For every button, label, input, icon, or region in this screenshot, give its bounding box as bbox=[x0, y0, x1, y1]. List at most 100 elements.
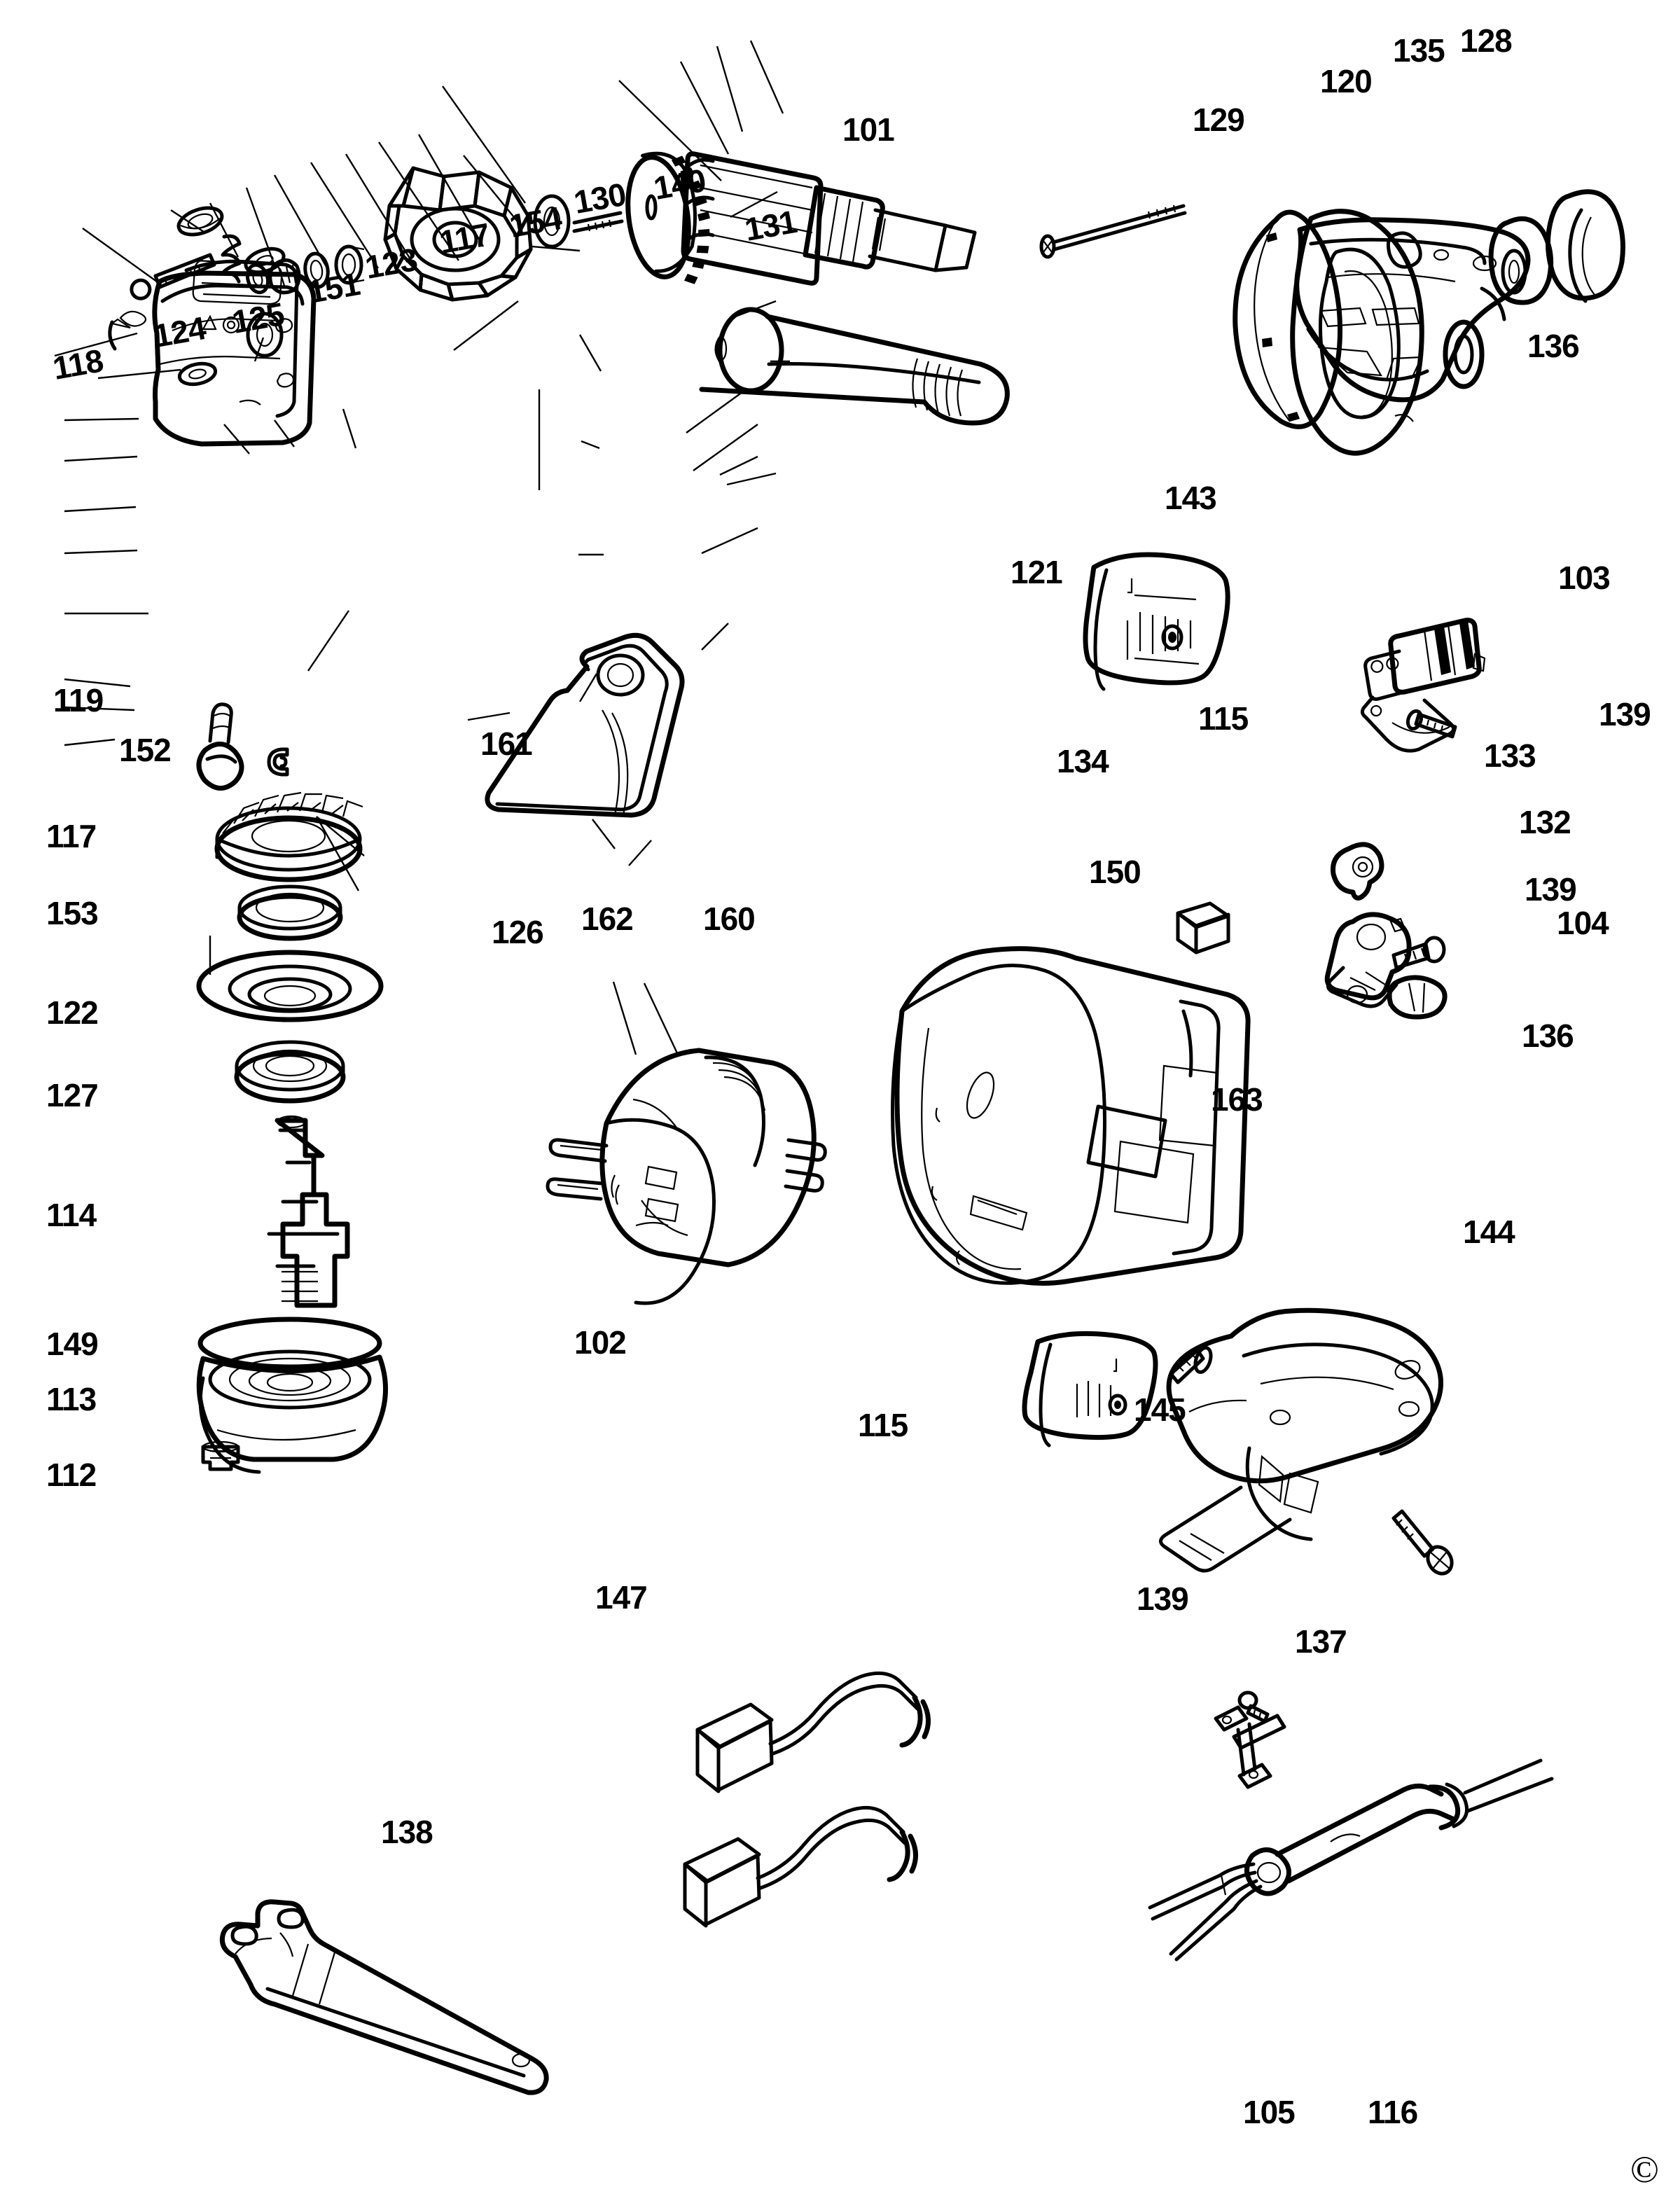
part-139-screw-b bbox=[1391, 936, 1446, 970]
part-137-cord-clamp bbox=[1214, 1705, 1286, 1789]
callout-152: 152 bbox=[119, 732, 172, 768]
callout-132: 132 bbox=[1519, 804, 1571, 840]
part-101-armature bbox=[572, 151, 977, 286]
part-139-screw-a bbox=[1405, 709, 1457, 739]
part-136-handle-half-top bbox=[1294, 217, 1531, 403]
callout-149: 149 bbox=[46, 1326, 99, 1362]
part-122-gear-case-flange-seal bbox=[196, 950, 384, 1022]
part-103-switch-assembly bbox=[1360, 618, 1486, 753]
part-123-retaining-ring bbox=[245, 263, 270, 295]
part-121-side-handle bbox=[699, 307, 1010, 426]
part-127-ball-bearing bbox=[234, 1040, 346, 1104]
callout-125: 125 bbox=[229, 295, 287, 340]
callout-123: 123 bbox=[362, 240, 420, 286]
callout-139-c: 139 bbox=[1137, 1581, 1189, 1617]
part-104-carbon-brush bbox=[1387, 975, 1448, 1020]
callout-150: 150 bbox=[1089, 854, 1141, 890]
callout-160: 160 bbox=[703, 901, 756, 937]
part-128-bearing-cover bbox=[1546, 189, 1625, 303]
part-129-baffle-ring bbox=[1233, 209, 1342, 429]
callout-114: 114 bbox=[46, 1197, 97, 1233]
callout-126: 126 bbox=[492, 914, 544, 950]
callout-134: 134 bbox=[1057, 743, 1109, 779]
callout-161: 161 bbox=[480, 725, 533, 762]
callout-138: 138 bbox=[381, 1814, 433, 1850]
callout-162: 162 bbox=[581, 901, 634, 937]
part-126-spindle-lock-button bbox=[196, 702, 244, 791]
part-150-insulation-block bbox=[1176, 901, 1230, 954]
callout-153: 153 bbox=[46, 895, 99, 931]
callout-136-bottom: 136 bbox=[1522, 1018, 1574, 1054]
part-102-field-stator bbox=[546, 1048, 827, 1305]
part-147-brush-lead-set bbox=[683, 1671, 931, 1928]
callout-128: 128 bbox=[1460, 22, 1513, 59]
part-112-guard-clamp-screw bbox=[201, 1440, 240, 1471]
part-133-brush-spring-cap bbox=[1330, 842, 1384, 901]
part-154-bushing bbox=[303, 251, 330, 289]
copyright-mark: © bbox=[1630, 2148, 1659, 2190]
callout-117-left: 117 bbox=[46, 818, 97, 854]
part-115-cover-plate-bottom bbox=[1022, 1331, 1158, 1447]
callout-139-a: 139 bbox=[1599, 696, 1651, 732]
callout-145: 145 bbox=[1134, 1391, 1186, 1428]
callout-154: 154 bbox=[506, 199, 564, 244]
callout-119: 119 bbox=[53, 682, 104, 718]
part-120-bearing-end-cap bbox=[1290, 209, 1424, 456]
part-117-pinion-gear-top bbox=[268, 258, 301, 295]
callout-116: 116 bbox=[1368, 2094, 1418, 2130]
part-114-spindle bbox=[267, 1115, 350, 1308]
callout-117-top: 117 bbox=[436, 216, 492, 261]
callout-101: 101 bbox=[842, 111, 895, 148]
part-116-power-cord bbox=[1148, 1758, 1554, 1961]
callout-120: 120 bbox=[1320, 63, 1373, 99]
part-115-cover-plate-top bbox=[1083, 552, 1230, 691]
part-131-fan-washer bbox=[533, 194, 571, 249]
callout-105: 105 bbox=[1243, 2094, 1296, 2130]
callout-124: 124 bbox=[151, 309, 209, 354]
callout-130: 130 bbox=[571, 175, 629, 221]
callout-133: 133 bbox=[1484, 737, 1536, 774]
part-162-e-clip bbox=[267, 747, 289, 777]
part-132-brush-holder bbox=[1324, 912, 1412, 1008]
callout-104: 104 bbox=[1557, 905, 1609, 941]
part-161-o-ring bbox=[246, 312, 284, 358]
callout-113: 113 bbox=[46, 1381, 97, 1417]
callout-144: 144 bbox=[1463, 1214, 1515, 1250]
part-163-nameplate-label bbox=[1086, 1104, 1167, 1179]
part-140-cooling-fan bbox=[383, 166, 533, 302]
callout-131: 131 bbox=[742, 202, 800, 248]
leader-lines bbox=[54, 40, 790, 1055]
part-152-seal-ring bbox=[177, 361, 218, 387]
callout-143: 143 bbox=[1165, 480, 1217, 516]
part-138-spanner-wrench bbox=[219, 1899, 549, 2095]
part-136-handle-half-bottom bbox=[1159, 1307, 1443, 1573]
callout-135: 135 bbox=[1393, 32, 1445, 69]
callout-121: 121 bbox=[1011, 554, 1063, 590]
part-124-lock-knob bbox=[176, 206, 224, 237]
callout-112: 112 bbox=[46, 1457, 97, 1493]
part-113-wheel-guard bbox=[196, 1349, 389, 1474]
part-160-handle-bracket bbox=[485, 632, 685, 818]
callout-163: 163 bbox=[1211, 1081, 1263, 1118]
part-130-bearing-spacer bbox=[334, 244, 365, 285]
callout-103: 103 bbox=[1558, 560, 1611, 596]
part-117-bevel-gear-set bbox=[214, 791, 363, 882]
part-119-gear-case-housing bbox=[108, 259, 317, 447]
part-145-cover-screw bbox=[1169, 1346, 1213, 1384]
callout-127: 127 bbox=[46, 1077, 99, 1113]
callout-136-top: 136 bbox=[1527, 328, 1580, 364]
callout-147: 147 bbox=[595, 1579, 648, 1616]
callout-137: 137 bbox=[1295, 1623, 1347, 1660]
callout-115-bottom: 115 bbox=[858, 1407, 908, 1443]
callout-122: 122 bbox=[46, 994, 99, 1031]
part-134-motor-housing bbox=[891, 946, 1251, 1286]
part-144-handle-screw bbox=[1391, 1509, 1454, 1576]
part-143-through-bolt bbox=[1039, 204, 1187, 259]
callout-102: 102 bbox=[574, 1324, 627, 1361]
callout-140: 140 bbox=[651, 161, 709, 207]
callout-129: 129 bbox=[1193, 102, 1245, 138]
part-149-guard-clamp-band bbox=[197, 1317, 382, 1370]
callout-151: 151 bbox=[305, 265, 363, 310]
